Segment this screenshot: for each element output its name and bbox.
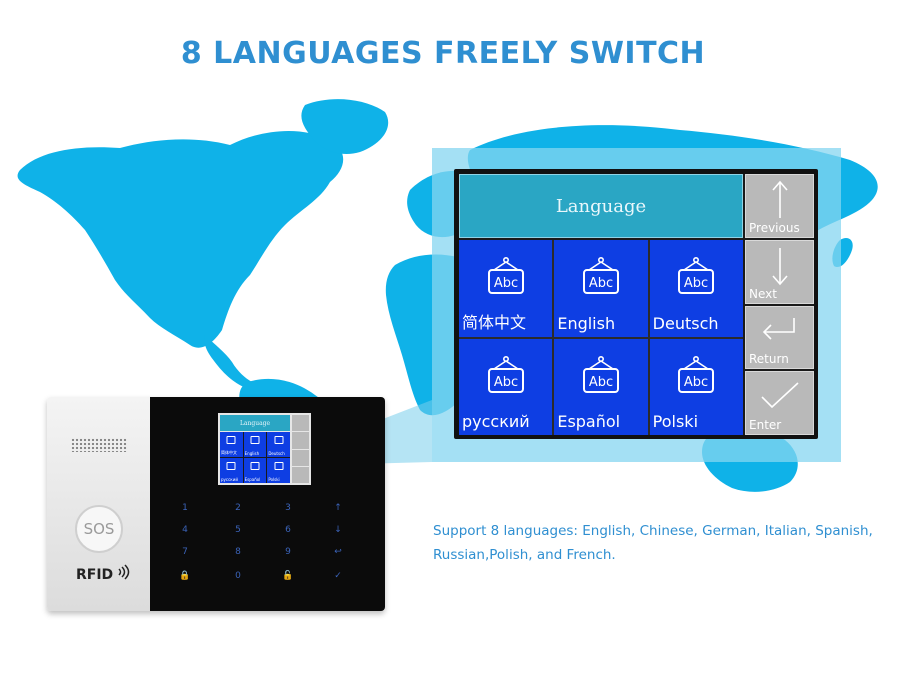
device-language-tile: Deutsch [267, 432, 290, 457]
abc-sign-icon [250, 436, 260, 444]
device-language-tile: Polski [267, 458, 290, 483]
key-7[interactable]: 7 [182, 547, 188, 557]
key-lock[interactable]: 🔒 [179, 571, 191, 581]
device-language-tile: Español [243, 458, 267, 483]
language-option-german[interactable]: Abc Deutsch [649, 240, 743, 337]
device-right-panel: Language 简体中文 English Deutsch русский Es… [150, 397, 385, 611]
arrow-down-icon [771, 247, 788, 285]
key-down-arrow[interactable]: ↓ [334, 525, 342, 535]
abc-sign-icon: Abc [678, 256, 715, 294]
language-label: русский [462, 412, 530, 431]
abc-sign-icon: Abc [582, 256, 619, 294]
device-side-button [292, 415, 309, 432]
abc-sign-icon: Abc [487, 256, 524, 294]
abc-sign-icon [226, 462, 236, 470]
device-screen-title: Language [220, 415, 290, 431]
language-label: 简体中文 [462, 312, 527, 332]
svg-text:Abc: Abc [684, 276, 708, 291]
abc-sign-icon: Abc [678, 355, 715, 393]
language-option-english[interactable]: Abc English [554, 240, 648, 337]
language-label: Deutsch [652, 313, 719, 333]
key-3[interactable]: 3 [285, 503, 291, 513]
screen-title: Language [459, 174, 743, 238]
previous-label: Previous [749, 220, 800, 235]
key-5[interactable]: 5 [235, 525, 241, 535]
language-label: Polski [652, 412, 699, 431]
side-button-column: Previous Next Return Ente [745, 174, 814, 435]
support-description: Support 8 languages: English, Chinese, G… [433, 523, 873, 563]
abc-sign-icon [226, 436, 236, 444]
svg-text:Abc: Abc [589, 375, 613, 390]
key-unlock[interactable]: 🔓 [282, 571, 294, 581]
screen-display: Language Abc 简体中文 Abc [459, 174, 814, 435]
device-side-button [292, 449, 309, 466]
language-screen: Language Abc 简体中文 Abc [454, 169, 818, 439]
device-screen: Language 简体中文 English Deutsch русский Es… [218, 413, 311, 485]
language-label: Español [557, 412, 621, 431]
keypad: 1 2 3 ↑ 4 5 6 ↓ 7 8 9 ↩ 🔒 0 🔓 ✓ [150, 503, 385, 603]
svg-text:Abc: Abc [494, 276, 518, 291]
abc-sign-icon [274, 462, 284, 470]
key-6[interactable]: 6 [285, 525, 291, 535]
device-left-panel: SOS RFID [47, 397, 150, 611]
key-0[interactable]: 0 [235, 571, 241, 581]
device-side-buttons [292, 415, 309, 483]
alarm-panel-device: SOS RFID Language 简体中文 English Deutsch р… [47, 397, 385, 611]
abc-sign-icon: Abc [582, 355, 619, 393]
continent-north-america [17, 130, 344, 348]
return-icon [762, 317, 795, 340]
arrow-up-icon [771, 180, 788, 218]
key-2[interactable]: 2 [235, 503, 241, 513]
device-language-tile: русский [220, 458, 243, 483]
headline: 8 LANGUAGES FREELY SWITCH [180, 36, 706, 71]
next-button[interactable]: Next [745, 239, 814, 304]
abc-sign-icon [274, 436, 284, 444]
enter-label: Enter [749, 418, 782, 432]
speaker-grille [71, 438, 127, 452]
language-label: English [557, 313, 616, 333]
sos-button[interactable]: SOS [75, 505, 123, 553]
key-return[interactable]: ↩ [334, 547, 342, 557]
key-enter[interactable]: ✓ [334, 571, 342, 581]
device-language-tile: 简体中文 [220, 432, 243, 457]
abc-sign-icon: Abc [487, 355, 524, 393]
next-label: Next [749, 286, 777, 301]
device-language-tile: English [243, 432, 267, 457]
svg-text:Abc: Abc [684, 375, 708, 390]
device-side-button [292, 432, 309, 449]
key-9[interactable]: 9 [285, 547, 291, 557]
continent-greenland [301, 99, 389, 155]
language-option-polish[interactable]: Abc Polski [649, 338, 743, 435]
key-4[interactable]: 4 [182, 525, 188, 535]
svg-text:Abc: Abc [589, 276, 613, 291]
key-1[interactable]: 1 [182, 503, 188, 513]
language-option-chinese[interactable]: Abc 简体中文 [459, 240, 553, 337]
language-grid: Abc 简体中文 Abc English [459, 240, 743, 435]
previous-button[interactable]: Previous [745, 174, 814, 238]
device-language-grid: 简体中文 English Deutsch русский Español Pol… [220, 432, 290, 483]
language-option-spanish[interactable]: Abc Español [554, 338, 648, 435]
key-8[interactable]: 8 [235, 547, 241, 557]
rfid-label: RFID [76, 567, 114, 583]
return-label: Return [749, 352, 789, 367]
device-side-button [292, 466, 309, 483]
enter-button[interactable]: Enter [745, 371, 814, 435]
rfid-wave-icon [118, 564, 130, 580]
abc-sign-icon [250, 462, 260, 470]
key-up-arrow[interactable]: ↑ [334, 503, 342, 513]
svg-text:Abc: Abc [494, 375, 518, 390]
language-option-russian[interactable]: Abc русский [459, 338, 553, 435]
return-button[interactable]: Return [745, 305, 814, 370]
checkmark-icon [760, 382, 799, 409]
continent-central-america [204, 335, 252, 388]
